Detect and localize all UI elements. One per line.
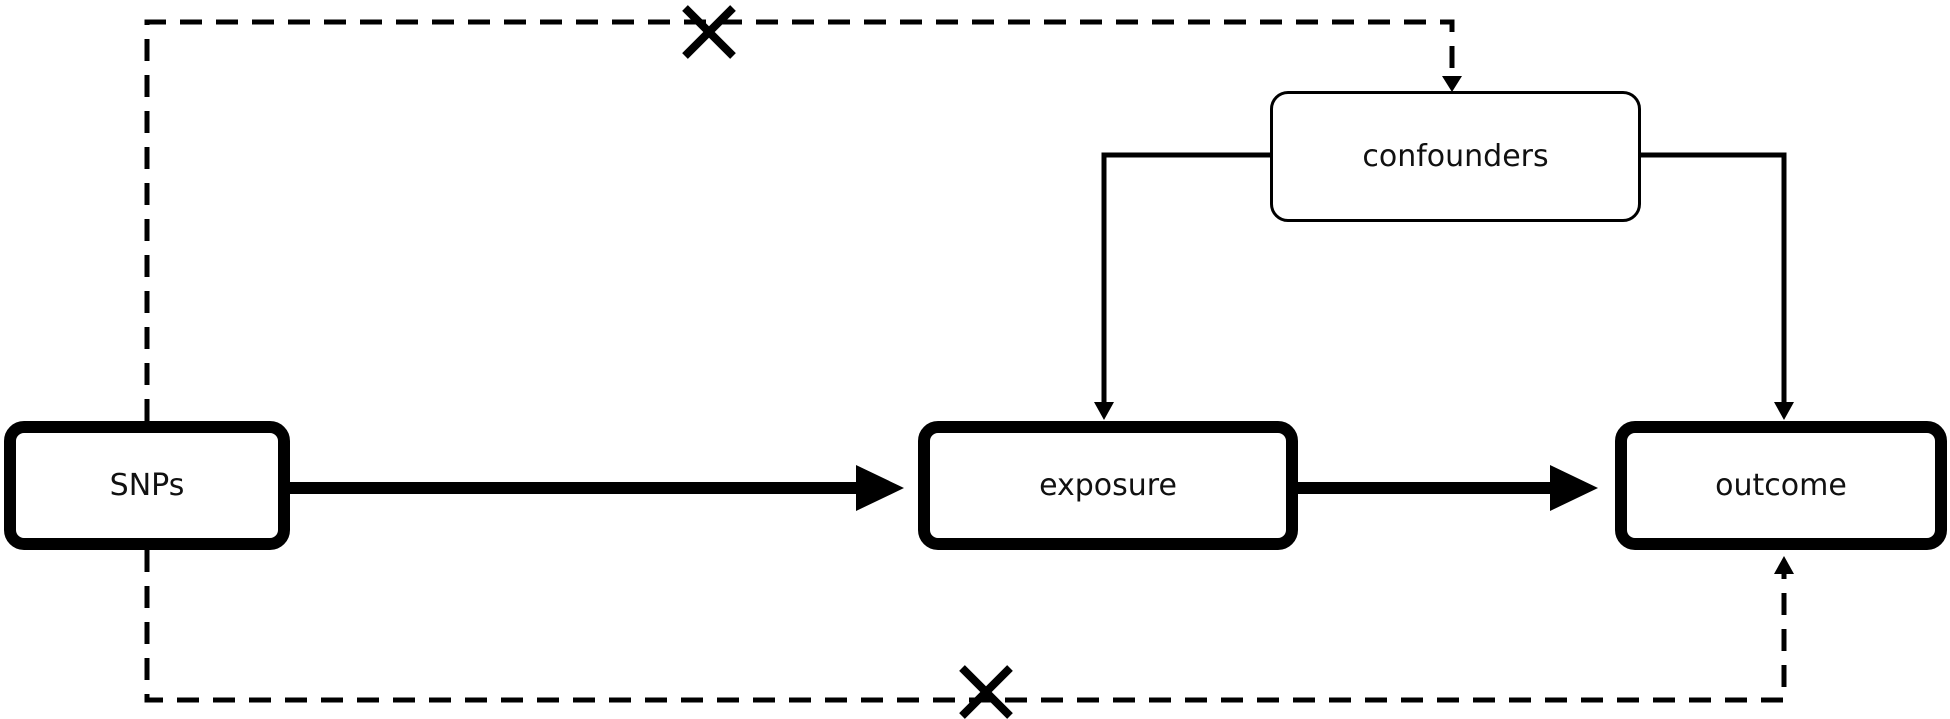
confounders-label: confounders [1362,139,1549,174]
arrowhead-exposure-thick [856,465,904,511]
edge-confounders-exposure [1101,152,1270,405]
outcome-label: outcome [1715,468,1847,503]
arrowhead-confounders-dashed [1442,76,1462,92]
arrowhead-exposure-thin [1094,402,1114,420]
edge-snps-confounders-dashed [144,19,1455,421]
arrowhead-outcome-thin [1774,402,1794,420]
edge-snps-outcome-dashed [144,550,1787,703]
confounders-node: confounders [1270,91,1641,222]
outcome-node: outcome [1615,421,1947,550]
exposure-node: exposure [918,421,1298,550]
snps-node: SNPs [4,421,290,550]
snps-label: SNPs [109,468,185,503]
edge-confounders-outcome [1641,152,1787,405]
blocked-x-icon-bottom [959,665,1013,719]
arrowhead-outcome-dashed [1774,556,1794,574]
exposure-label: exposure [1039,468,1177,503]
blocked-x-icon-top [682,5,736,59]
arrowhead-outcome-thick [1550,465,1598,511]
